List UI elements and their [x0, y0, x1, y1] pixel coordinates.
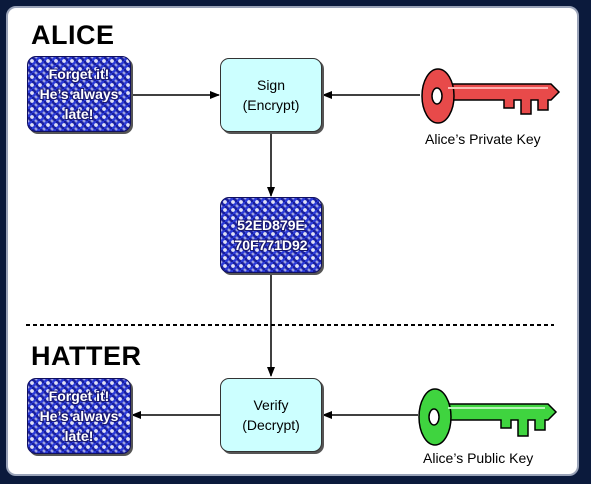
public-key-icon — [418, 388, 558, 446]
message-line: He’s always — [39, 408, 119, 424]
private-key-icon — [421, 68, 561, 124]
message-line: He’s always — [39, 86, 119, 102]
message-line: late! — [64, 106, 94, 122]
recovered-message-box: Forget it! He’s always late! — [27, 378, 131, 454]
message-line: late! — [64, 428, 94, 444]
original-message-box: Forget it! He’s always late! — [27, 56, 131, 132]
signature-line: 52ED879E — [237, 217, 305, 233]
verify-box: Verify (Decrypt) — [220, 378, 322, 452]
verify-label: Verify — [253, 397, 289, 413]
verify-sublabel: (Decrypt) — [242, 417, 300, 433]
signature-box: 52ED879E 70F771D92 — [220, 197, 322, 273]
public-key-label: Alice’s Public Key — [423, 450, 534, 466]
message-line: Forget it! — [48, 388, 110, 404]
section-title-receiver: HATTER — [31, 341, 142, 371]
sign-label: Sign — [256, 77, 286, 93]
signature-line: 70F771D92 — [234, 237, 308, 253]
sign-box: Sign (Encrypt) — [220, 58, 322, 132]
private-key-label: Alice’s Private Key — [425, 131, 541, 147]
sign-sublabel: (Encrypt) — [242, 97, 300, 113]
section-title-sender: ALICE — [31, 20, 115, 50]
message-line: Forget it! — [48, 66, 110, 82]
